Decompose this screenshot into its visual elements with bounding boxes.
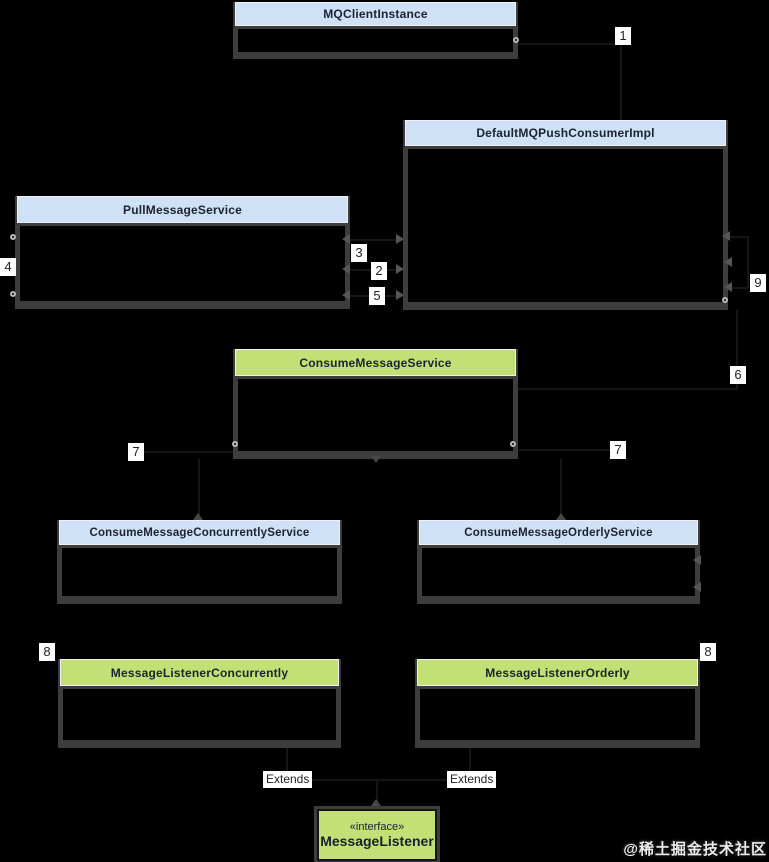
step-label-2: 2 [371, 262, 387, 280]
arrowhead-icon [396, 234, 404, 244]
class-title: MessageListenerConcurrently [60, 659, 339, 686]
arrowhead-icon [371, 799, 381, 806]
connector-line [469, 748, 471, 780]
connector-line [560, 459, 562, 520]
arrowhead-icon [722, 231, 730, 241]
arrowhead-icon [396, 264, 404, 274]
step-label-8-right: 8 [700, 643, 716, 661]
connector-line [620, 44, 622, 120]
class-body [408, 149, 723, 302]
anchor-circle-icon [722, 297, 728, 303]
class-defaultmqpushconsumerimpl: DefaultMQPushConsumerImpl [403, 120, 728, 310]
arrowhead-icon [342, 234, 350, 244]
connector-line [286, 779, 471, 781]
interface-name: MessageListener [320, 833, 434, 849]
connector-line [518, 43, 622, 45]
arrowhead-icon [193, 513, 203, 520]
arrowhead-icon [342, 290, 350, 300]
class-messagelistenerconcurrently: MessageListenerConcurrently [58, 659, 341, 748]
step-label-6: 6 [730, 366, 746, 384]
class-title: MessageListenerOrderly [417, 659, 698, 686]
class-consumemessageservice: ConsumeMessageService [233, 349, 518, 459]
step-label-7-right: 7 [610, 441, 626, 459]
arrowhead-icon [724, 282, 732, 292]
interface-messagelistener: «interface» MessageListener [314, 806, 440, 862]
anchor-circle-icon [10, 234, 16, 240]
class-body [420, 689, 695, 740]
class-body [63, 689, 336, 740]
interface-stereotype: «interface» [349, 821, 405, 833]
class-body [62, 548, 337, 596]
connector-line [518, 388, 738, 390]
extends-label-left: Extends [263, 771, 313, 788]
class-consumemessageorderlyservice: ConsumeMessageOrderlyService [417, 520, 700, 604]
class-title: PullMessageService [17, 196, 348, 223]
class-title: ConsumeMessageService [235, 349, 516, 376]
arrowhead-icon [342, 264, 350, 274]
class-title: ConsumeMessageConcurrentlyService [59, 520, 340, 545]
connector-line [350, 239, 403, 241]
class-messagelistenerorderly: MessageListenerOrderly [415, 659, 700, 748]
class-mqclientinstance: MQClientInstance [233, 2, 518, 59]
arrowhead-icon [693, 582, 701, 592]
class-title: MQClientInstance [235, 2, 516, 26]
arrowhead-icon [724, 257, 732, 267]
anchor-circle-icon [10, 291, 16, 297]
class-body [238, 29, 513, 52]
step-label-1: 1 [615, 27, 631, 45]
extends-label-right: Extends [447, 771, 497, 788]
connector-line [198, 459, 200, 520]
class-body [422, 548, 695, 596]
class-pullmessageservice: PullMessageService [15, 196, 350, 309]
class-body [20, 226, 345, 301]
connector-line [736, 310, 738, 388]
step-label-7-left: 7 [128, 443, 144, 461]
class-body [238, 379, 513, 451]
anchor-circle-icon [513, 37, 519, 43]
arrowhead-icon [371, 456, 381, 463]
step-label-5: 5 [369, 287, 385, 305]
step-label-8-left: 8 [39, 643, 55, 661]
class-title: ConsumeMessageOrderlyService [419, 520, 698, 545]
connector-line [747, 236, 749, 288]
connector-line [518, 449, 626, 451]
class-title: DefaultMQPushConsumerImpl [405, 120, 726, 146]
step-label-9: 9 [750, 274, 766, 292]
connector-line [728, 287, 748, 289]
step-label-4: 4 [0, 258, 16, 276]
step-label-3: 3 [351, 244, 367, 262]
arrowhead-icon [693, 555, 701, 565]
connector-line [728, 236, 748, 238]
watermark: @稀土掘金技术社区 [623, 841, 767, 858]
connector-line [143, 451, 234, 453]
arrowhead-icon [396, 290, 404, 300]
class-consumemessageconcurrentlyservice: ConsumeMessageConcurrentlyService [57, 520, 342, 604]
anchor-circle-icon [510, 441, 516, 447]
connector-line [286, 748, 288, 780]
connector-line [376, 779, 378, 806]
arrowhead-icon [556, 513, 566, 520]
anchor-circle-icon [232, 441, 238, 447]
